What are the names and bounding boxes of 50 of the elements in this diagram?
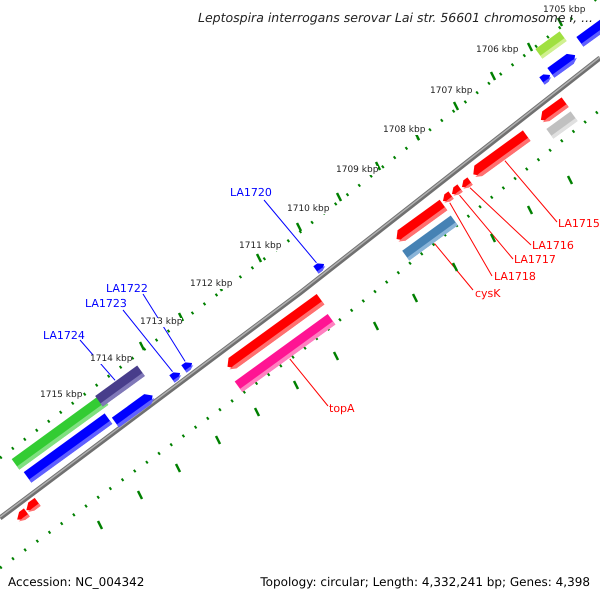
scale-label: 1706 kbp: [476, 46, 518, 55]
gene-label: LA1716: [532, 240, 574, 251]
leader-line: [122, 310, 174, 372]
scale-label: 1709 kbp: [336, 166, 378, 175]
gene-feature: [402, 216, 458, 260]
scale-label: 1711 kbp: [239, 242, 282, 251]
gene-feature: [452, 184, 463, 196]
gene-feature: [169, 372, 182, 383]
gene-feature: [24, 413, 112, 483]
gene-feature: [546, 111, 578, 139]
footer-text: Topology: circular; Length: 4,332,241 bp; Genes: 4,398: [260, 576, 590, 588]
gene-feature: [462, 177, 473, 189]
gene-label: topA: [329, 403, 355, 414]
gene-feature: [547, 54, 577, 78]
scale-label: 1713 kbp: [140, 318, 182, 327]
gene-feature: [576, 19, 600, 47]
gene-label: LA1723: [85, 298, 127, 309]
scale-label: 1708 kbp: [383, 126, 426, 135]
gene-feature: [473, 130, 531, 178]
gene-feature: [26, 498, 41, 512]
scale-label: 1715 kbp: [40, 391, 82, 400]
leader-line: [434, 242, 474, 290]
leader-line: [142, 294, 186, 362]
leader-line: [449, 202, 492, 276]
gene-label: LA1722: [106, 283, 148, 294]
gene-feature: [112, 394, 154, 428]
leader-line: [289, 358, 328, 406]
gene-feature: [535, 31, 567, 59]
gene-label: cysK: [475, 288, 501, 299]
leader-line: [264, 200, 317, 264]
gene-label: LA1717: [514, 254, 556, 265]
gene-label: LA1718: [494, 271, 536, 282]
scale-label: 1712 kbp: [190, 280, 232, 289]
scale-label: 1710 kbp: [287, 205, 330, 214]
gene-label: LA1724: [43, 330, 85, 341]
gene-label: LA1715: [558, 218, 600, 229]
gene-feature: [313, 263, 326, 274]
gene-feature: [442, 191, 454, 203]
scale-label: 1714 kbp: [90, 355, 132, 364]
gene-feature: [17, 508, 30, 522]
gene-label: LA1720: [230, 187, 272, 198]
gene-feature: [181, 362, 194, 373]
gene-feature: [234, 314, 336, 392]
footer-text: Accession: NC_004342: [8, 576, 144, 588]
leader-line: [504, 160, 558, 222]
leader-line: [470, 187, 532, 246]
gene-feature: [539, 74, 552, 85]
scale-label: 1707 kbp: [430, 87, 472, 96]
leader-line: [459, 194, 514, 260]
scale-label: 1705 kbp: [543, 6, 586, 15]
